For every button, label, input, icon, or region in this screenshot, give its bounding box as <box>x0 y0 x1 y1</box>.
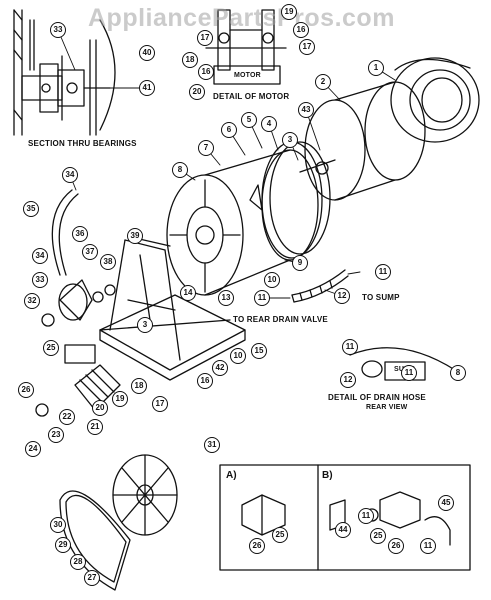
callout-37: 37 <box>82 244 98 260</box>
callout-11-c: 11 <box>401 365 417 381</box>
caption-to-sump: TO SUMP <box>362 293 400 302</box>
callout-28: 28 <box>70 554 86 570</box>
callout-29: 29 <box>55 537 71 553</box>
motor-assembly-drawing <box>35 344 121 417</box>
caption-to-rear-drain-valve: TO REAR DRAIN VALVE <box>233 315 328 324</box>
caption-detail-motor: DETAIL OF MOTOR <box>213 92 290 101</box>
callout-40: 40 <box>139 45 155 61</box>
callout-11-f: 11 <box>420 538 436 554</box>
callout-25-c: 25 <box>370 528 386 544</box>
callout-17-b: 17 <box>197 30 213 46</box>
callout-43: 43 <box>298 102 314 118</box>
callout-12-a: 12 <box>334 288 350 304</box>
callout-19: 19 <box>112 391 128 407</box>
callout-26-c: 26 <box>388 538 404 554</box>
callout-16: 16 <box>197 373 213 389</box>
tub-drawing <box>166 149 319 296</box>
callout-33-b: 33 <box>32 272 48 288</box>
section-bearings-drawing <box>13 9 116 136</box>
callout-39: 39 <box>127 228 143 244</box>
panel-a-label: A) <box>226 470 237 481</box>
callout-18: 18 <box>131 378 147 394</box>
callout-16-b: 16 <box>198 64 214 80</box>
callout-26-b: 26 <box>249 538 265 554</box>
callout-10-b: 10 <box>230 348 246 364</box>
callout-22: 22 <box>59 409 75 425</box>
callout-11-d: 11 <box>342 339 358 355</box>
callout-36: 36 <box>72 226 88 242</box>
callout-25-b: 25 <box>272 527 288 543</box>
callout-30: 30 <box>50 517 66 533</box>
callout-11-e: 11 <box>358 508 374 524</box>
caption-motor: MOTOR <box>234 72 261 79</box>
callout-18-b: 18 <box>182 52 198 68</box>
callout-7: 7 <box>198 140 214 156</box>
drum-drawing <box>299 81 426 201</box>
callout-20: 20 <box>92 400 108 416</box>
callout-8: 8 <box>172 162 188 178</box>
callout-34-b: 34 <box>32 248 48 264</box>
callout-14: 14 <box>180 285 196 301</box>
callout-41: 41 <box>139 80 155 96</box>
seal-rings-drawing <box>261 141 331 259</box>
callout-24: 24 <box>25 441 41 457</box>
callout-5: 5 <box>241 112 257 128</box>
callout-3: 3 <box>282 132 298 148</box>
callout-17: 17 <box>152 396 168 412</box>
callout-34: 34 <box>62 167 78 183</box>
watermark: AppliancePartsPros.com <box>88 4 395 32</box>
callout-27: 27 <box>84 570 100 586</box>
callout-23: 23 <box>48 427 64 443</box>
callout-44: 44 <box>335 522 351 538</box>
callout-31: 31 <box>204 437 220 453</box>
callout-11-b: 11 <box>254 290 270 306</box>
callout-19-b: 19 <box>281 4 297 20</box>
caption-detail-drain-hose: DETAIL OF DRAIN HOSE <box>328 393 426 402</box>
callout-26: 26 <box>18 382 34 398</box>
frame-drawing <box>99 237 246 381</box>
callout-38: 38 <box>100 254 116 270</box>
pulley-belt-drawing <box>59 454 178 591</box>
callout-3-b: 3 <box>137 317 153 333</box>
hoses-drawing <box>51 189 349 303</box>
callout-8-b: 8 <box>450 365 466 381</box>
callout-2: 2 <box>315 74 331 90</box>
callout-25: 25 <box>43 340 59 356</box>
callout-20-b: 20 <box>189 84 205 100</box>
callout-11-a: 11 <box>375 264 391 280</box>
callout-35: 35 <box>23 201 39 217</box>
callout-10: 10 <box>264 272 280 288</box>
callout-33: 33 <box>50 22 66 38</box>
callout-1: 1 <box>368 60 384 76</box>
callout-32: 32 <box>24 293 40 309</box>
callout-42: 42 <box>212 360 228 376</box>
callout-17-c: 17 <box>299 39 315 55</box>
callout-12-b: 12 <box>340 372 356 388</box>
callout-4: 4 <box>261 116 277 132</box>
callout-15: 15 <box>251 343 267 359</box>
inset-panels-drawing <box>219 464 471 571</box>
callout-6: 6 <box>221 122 237 138</box>
caption-section-bearings: SECTION THRU BEARINGS <box>28 139 137 148</box>
front-panel-drawing <box>390 57 480 143</box>
callout-16-c: 16 <box>293 22 309 38</box>
pump-drawing <box>41 279 116 327</box>
callout-21: 21 <box>87 419 103 435</box>
callout-45: 45 <box>438 495 454 511</box>
caption-rear-view: REAR VIEW <box>366 404 408 411</box>
detail-motor-drawing <box>205 9 287 85</box>
callout-13: 13 <box>218 290 234 306</box>
callout-9: 9 <box>292 255 308 271</box>
panel-b-label: B) <box>322 470 333 481</box>
